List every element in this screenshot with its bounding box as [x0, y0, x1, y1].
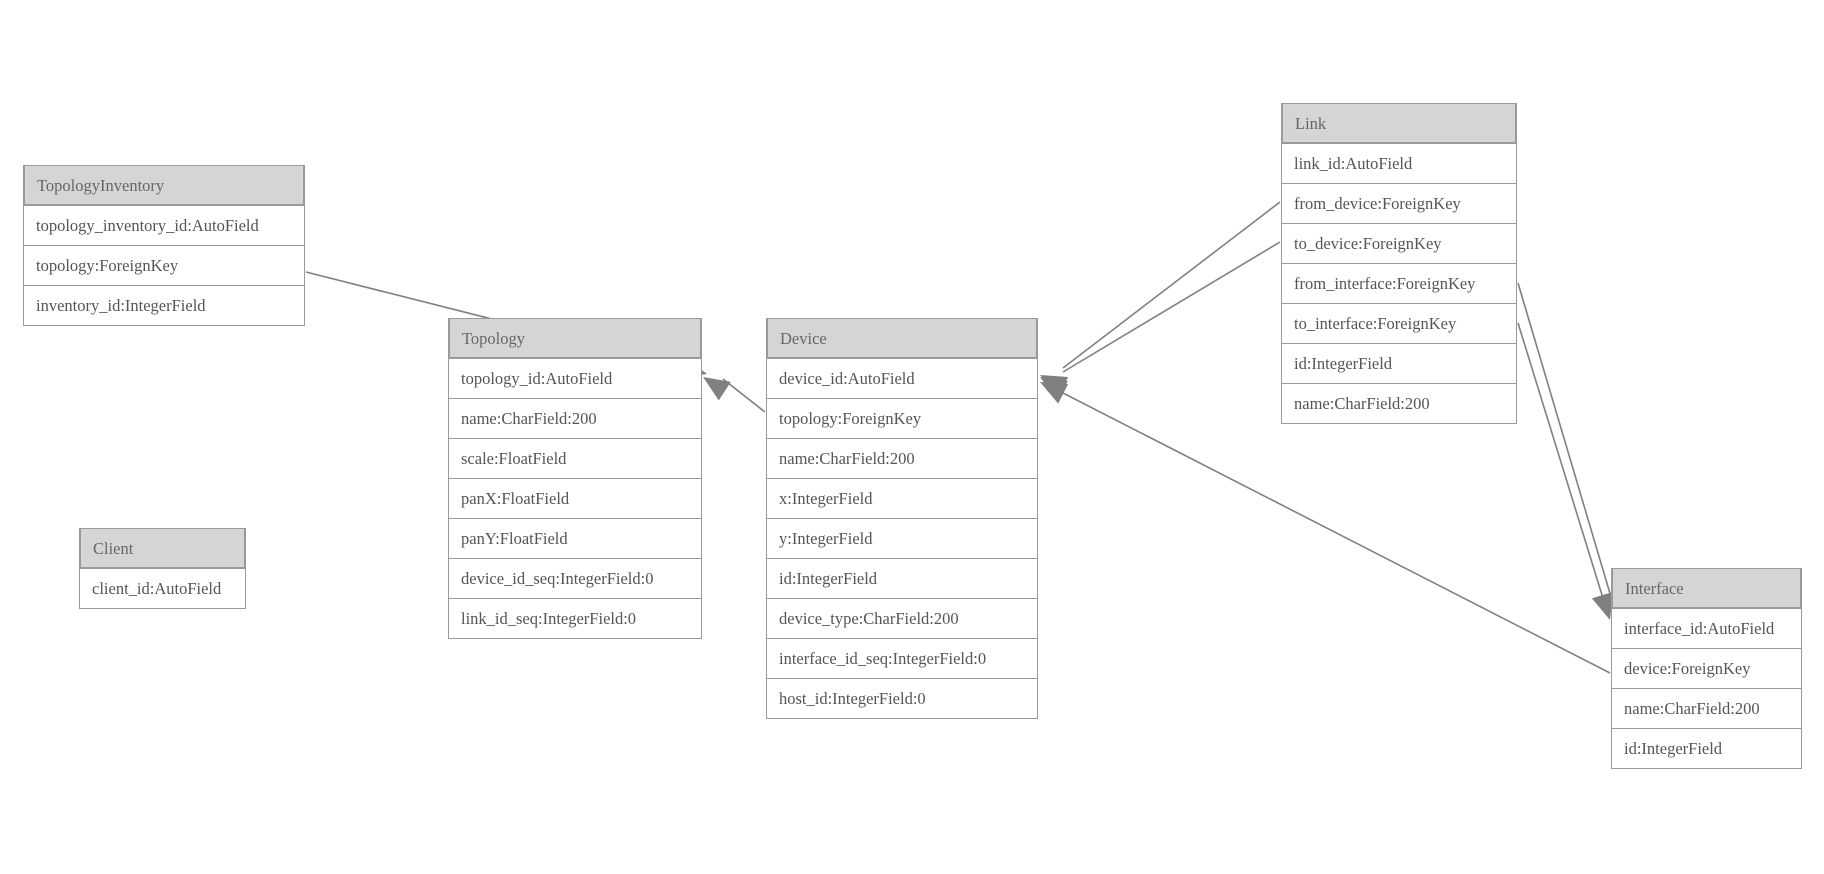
- entity-field: id:IntegerField: [1282, 343, 1516, 383]
- entity-field: from_device:ForeignKey: [1282, 183, 1516, 223]
- entity-field: id:IntegerField: [767, 558, 1037, 598]
- entity-field: inventory_id:IntegerField: [24, 285, 304, 325]
- entity-title-device: Device: [767, 318, 1037, 358]
- entity-field: device_id_seq:IntegerField:0: [449, 558, 701, 598]
- entity-field: link_id:AutoField: [1282, 143, 1516, 183]
- entity-field: device_type:CharField:200: [767, 598, 1037, 638]
- relation-line-interface-device-to-device: [1062, 392, 1611, 674]
- relation-line-link-from-interface-to-interface: [1517, 282, 1615, 608]
- entity-title-topology: Topology: [449, 318, 701, 358]
- entity-field: link_id_seq:IntegerField:0: [449, 598, 701, 638]
- entity-field: name:CharField:200: [1282, 383, 1516, 423]
- entity-title-topology_inventory: TopologyInventory: [24, 165, 304, 205]
- entity-field: to_device:ForeignKey: [1282, 223, 1516, 263]
- entity-field: id:IntegerField: [1612, 728, 1801, 768]
- entity-field: panY:FloatField: [449, 518, 701, 558]
- entity-field: topology:ForeignKey: [24, 245, 304, 285]
- entity-field: x:IntegerField: [767, 478, 1037, 518]
- entity-title-interface: Interface: [1612, 568, 1801, 608]
- entity-field: y:IntegerField: [767, 518, 1037, 558]
- entity-field: to_interface:ForeignKey: [1282, 303, 1516, 343]
- entity-field: device_id:AutoField: [767, 358, 1037, 398]
- entity-field: interface_id:AutoField: [1612, 608, 1801, 648]
- relation-line-device-to-topology: [722, 378, 766, 413]
- entity-field: interface_id_seq:IntegerField:0: [767, 638, 1037, 678]
- relation-arrowhead-interface-device-to-device: [1040, 382, 1069, 404]
- entity-field: topology:ForeignKey: [767, 398, 1037, 438]
- relation-line-link-to-device-to-device: [1062, 241, 1281, 373]
- relation-line-link-to-interface-to-interface: [1517, 322, 1607, 609]
- entity-field: host_id:IntegerField:0: [767, 678, 1037, 718]
- entity-field: client_id:AutoField: [80, 568, 245, 608]
- relation-arrowhead-link-from-device-to-device: [1040, 375, 1069, 397]
- relation-line-link-from-device-to-device: [1062, 201, 1281, 369]
- entity-field: topology_id:AutoField: [449, 358, 701, 398]
- entity-field: from_interface:ForeignKey: [1282, 263, 1516, 303]
- entity-field: panX:FloatField: [449, 478, 701, 518]
- entity-field: scale:FloatField: [449, 438, 701, 478]
- entity-field: name:CharField:200: [767, 438, 1037, 478]
- entity-title-client: Client: [80, 528, 245, 568]
- entity-title-link: Link: [1282, 103, 1516, 143]
- relation-arrowhead-link-to-device-to-device: [1040, 377, 1068, 400]
- relation-arrowhead-device-to-topology: [703, 377, 731, 401]
- entity-field: topology_inventory_id:AutoField: [24, 205, 304, 245]
- entity-field: device:ForeignKey: [1612, 648, 1801, 688]
- entity-field: name:CharField:200: [449, 398, 701, 438]
- entity-field: name:CharField:200: [1612, 688, 1801, 728]
